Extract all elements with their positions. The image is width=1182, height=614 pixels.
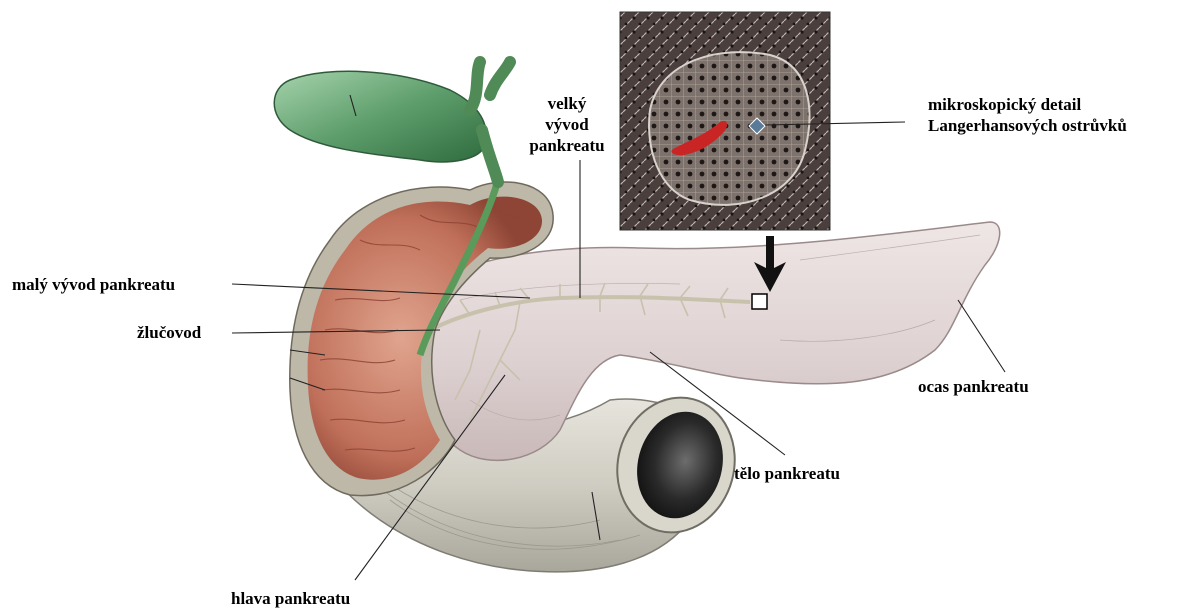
label-ocas: ocas pankreatu	[918, 376, 1029, 397]
gallbladder	[274, 62, 510, 182]
label-zlucovod: žlučovod	[137, 322, 201, 343]
label-hlava: hlava pankreatu	[231, 588, 350, 609]
label-mikroskopicky-detail-line: Langerhansových ostrůvků	[928, 115, 1127, 136]
label-velky-vyvod-line: vývod	[512, 114, 622, 135]
microscopic-inset	[620, 12, 830, 230]
label-telo: tělo pankreatu	[734, 463, 840, 484]
label-maly-vyvod: malý vývod pankreatu	[12, 274, 175, 295]
label-mikroskopicky-detail-line: mikroskopický detail	[928, 94, 1127, 115]
label-velky-vyvod-line: velký	[512, 93, 622, 114]
label-velky-vyvod-line: pankreatu	[512, 135, 622, 156]
